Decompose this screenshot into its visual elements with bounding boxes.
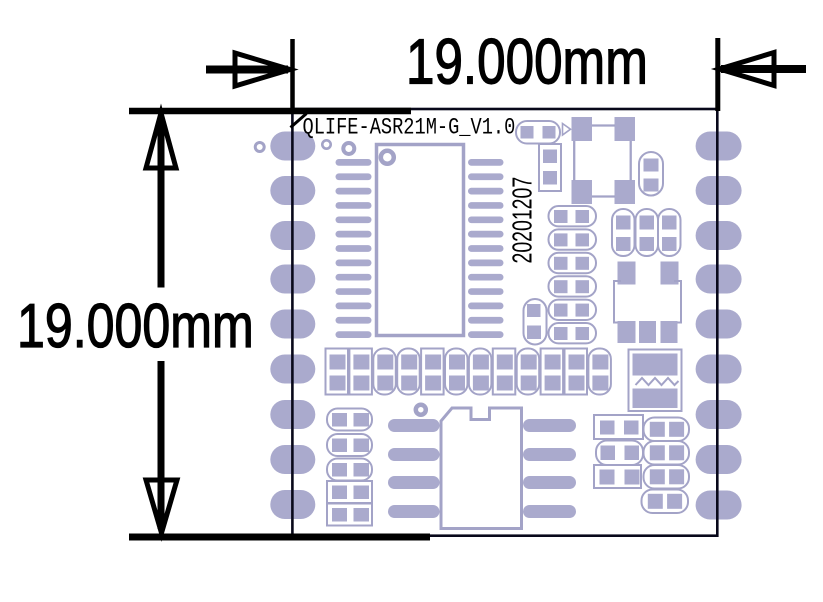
svg-text:QLIFE-ASR21M-G_V1.0: QLIFE-ASR21M-G_V1.0 (303, 116, 516, 141)
svg-text:19.000mm: 19.000mm (17, 291, 254, 360)
svg-text:20201207: 20201207 (507, 177, 538, 264)
svg-text:19.000mm: 19.000mm (406, 27, 648, 98)
